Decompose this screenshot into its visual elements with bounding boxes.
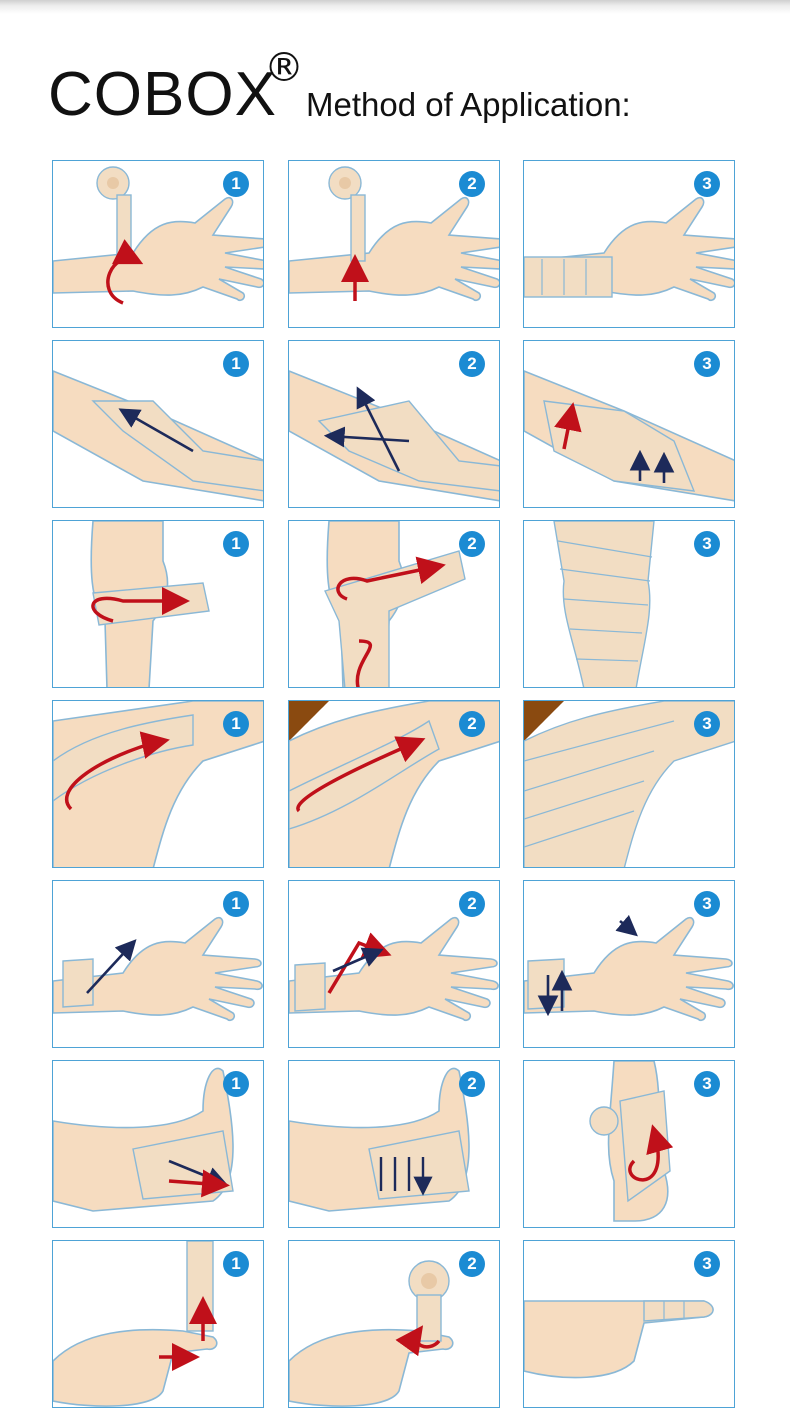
step-number-badge: 2 <box>459 1071 485 1097</box>
step-number-badge: 3 <box>694 1251 720 1277</box>
top-shadow <box>0 0 790 14</box>
registered-mark: ® <box>264 45 304 91</box>
ankle-step-1-panel: 1 <box>52 1060 264 1228</box>
page-header: COBOX ® Method of Application: <box>48 48 748 138</box>
step-number-badge: 1 <box>223 531 249 557</box>
knee-front-step-2-panel: 2 <box>288 520 500 688</box>
knee-front-step-1-panel: 1 <box>52 520 264 688</box>
step-number-badge: 2 <box>459 891 485 917</box>
step-number-badge: 3 <box>694 171 720 197</box>
thumb-step-2-panel: 2 <box>288 880 500 1048</box>
step-number-badge: 3 <box>694 531 720 557</box>
finger-step-3-panel: 3 <box>523 1240 735 1408</box>
thumb-step-3-panel: 3 <box>523 880 735 1048</box>
step-number-badge: 2 <box>459 1251 485 1277</box>
wrist-step-2-panel: 2 <box>288 160 500 328</box>
step-number-badge: 3 <box>694 1071 720 1097</box>
ankle-step-2-panel: 2 <box>288 1060 500 1228</box>
step-number-badge: 3 <box>694 711 720 737</box>
ankle-step-3-panel: 3 <box>523 1060 735 1228</box>
finger-step-1-panel: 1 <box>52 1240 264 1408</box>
step-number-badge: 2 <box>459 531 485 557</box>
step-number-badge: 3 <box>694 891 720 917</box>
step-number-badge: 1 <box>223 351 249 377</box>
brand-name: COBOX <box>48 60 277 129</box>
step-number-badge: 1 <box>223 1071 249 1097</box>
finger-step-2-panel: 2 <box>288 1240 500 1408</box>
elbow-step-2-panel: 2 <box>288 340 500 508</box>
step-number-badge: 2 <box>459 171 485 197</box>
thigh-step-1-panel: 1 <box>52 700 264 868</box>
step-number-badge: 1 <box>223 1251 249 1277</box>
elbow-step-3-panel: 3 <box>523 340 735 508</box>
step-number-badge: 2 <box>459 711 485 737</box>
step-number-badge: 2 <box>459 351 485 377</box>
wrist-step-1-panel: 1 <box>52 160 264 328</box>
thigh-step-3-panel: 3 <box>523 700 735 868</box>
page-subtitle: Method of Application: <box>306 86 631 123</box>
wrist-step-3-panel: 3 <box>523 160 735 328</box>
thumb-step-1-panel: 1 <box>52 880 264 1048</box>
step-number-badge: 3 <box>694 351 720 377</box>
thigh-step-2-panel: 2 <box>288 700 500 868</box>
knee-front-step-3-panel: 3 <box>523 520 735 688</box>
step-number-badge: 1 <box>223 171 249 197</box>
elbow-step-1-panel: 1 <box>52 340 264 508</box>
step-number-badge: 1 <box>223 711 249 737</box>
step-number-badge: 1 <box>223 891 249 917</box>
